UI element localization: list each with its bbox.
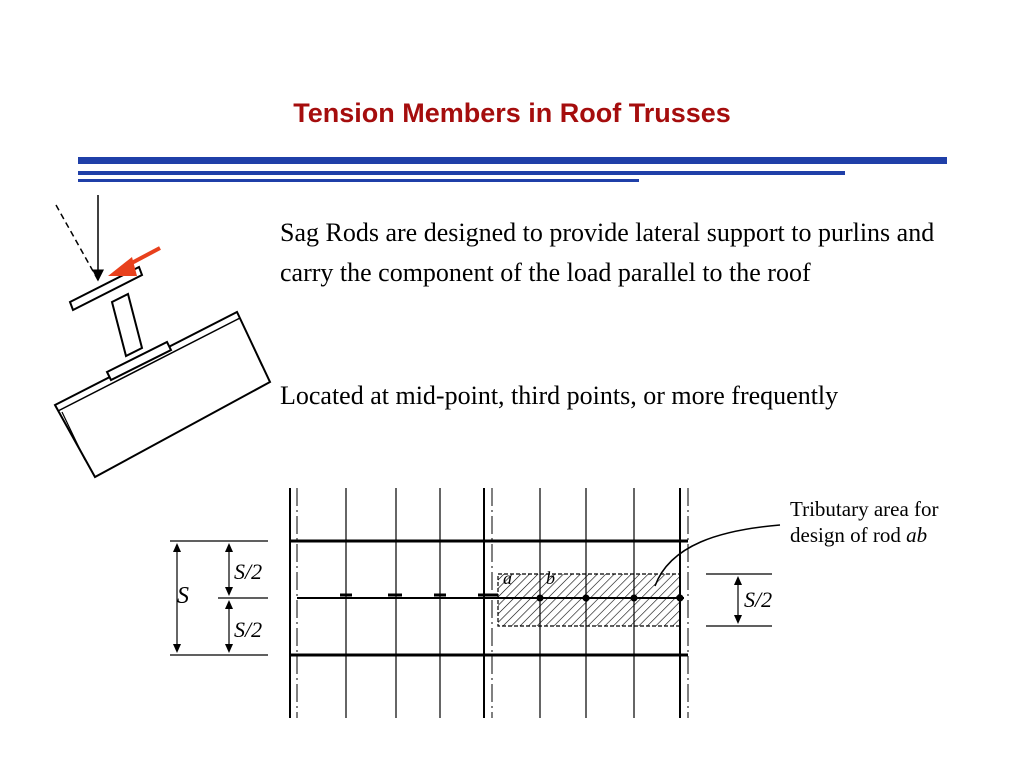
point-a-label: a [503,568,512,588]
top-chord-inner-edge [57,317,241,412]
top-chord [53,310,272,479]
tributary-area-caption: Tributary area for design of rod ab [790,496,939,548]
plan-view [170,488,781,718]
purlin-web [110,292,144,358]
label-leader [654,524,781,587]
half-spacing-label-right: S/2 [744,587,772,612]
rod-name: ab [906,523,928,547]
purlin-flange [68,265,144,312]
purlin-base-plate [105,340,173,382]
spacing-label-s: S [177,583,189,609]
half-spacing-label-upper: S/2 [234,559,262,584]
body-paragraph-location: Located at mid-point, third points, or m… [280,381,839,410]
red-pointer-arrow [108,246,161,276]
header-rule-bottom [78,179,639,182]
slide-title: Tension Members in Roof Trusses [293,98,731,128]
normal-load-arrow [55,204,99,281]
purlin-section-sketch [53,195,272,479]
tributary-area [497,573,681,627]
body-paragraph-sag-rods: Sag Rods are designed to provide lateral… [280,218,935,287]
tributary-caption-line1: Tributary area for [790,497,939,521]
point-b-label: b [546,568,555,588]
tributary-caption-line2: design of rod ab [790,522,939,548]
header-rule-middle [78,171,845,175]
half-spacing-label-lower: S/2 [234,617,262,642]
plan-view-labels: S S/2 S/2 S/2 a b [177,559,772,642]
tributary-caption-prefix: design of rod [790,523,907,547]
header-rule-top [78,157,947,164]
